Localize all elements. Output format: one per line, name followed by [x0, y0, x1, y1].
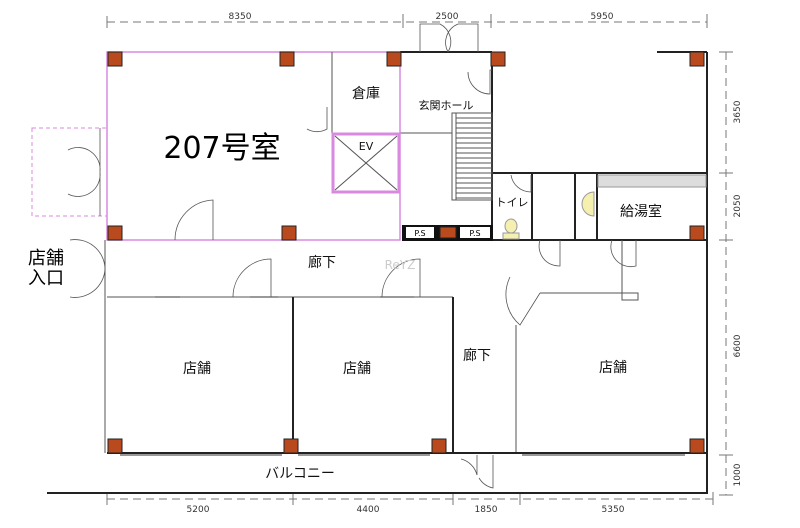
pillar	[283, 438, 299, 454]
dim-bottom-4: 5350	[602, 505, 625, 515]
entrance-hall-label: 玄関ホール	[419, 98, 474, 112]
dim-top-1: 8350	[229, 12, 252, 22]
corridor-middle-label: 廊下	[463, 347, 491, 364]
pillar	[490, 51, 506, 67]
dim-right-3: 6600	[733, 334, 743, 357]
dim-right-4: 1000	[733, 463, 743, 486]
windows	[120, 174, 707, 456]
shop-1-label: 店舗	[183, 361, 211, 377]
dim-top-3: 5950	[591, 12, 614, 22]
pillar	[107, 51, 123, 67]
right-dimensions: 3650 2050 6600 1000	[719, 51, 743, 496]
walls	[47, 51, 708, 494]
dim-right-2: 2050	[733, 194, 743, 217]
pillar	[107, 225, 123, 241]
kitchenette-label: 給湯室	[620, 203, 662, 220]
bottom-dimensions: 5200 4400 1850 5350	[106, 492, 714, 515]
doors	[67, 23, 637, 489]
shop-entrance-label-1: 店舗	[28, 248, 64, 269]
balcony-label: バルコニー	[265, 466, 335, 482]
dim-bottom-2: 4400	[357, 505, 380, 515]
top-dimensions: 8350 2500 5950	[106, 12, 708, 28]
corridor-upper-label: 廊下	[308, 254, 336, 271]
dim-right-1: 3650	[733, 100, 743, 123]
stairs	[451, 112, 493, 201]
shop-3-label: 店舗	[599, 360, 627, 376]
elevator-shaft	[331, 132, 401, 194]
toilet-fixture-icon	[502, 218, 520, 240]
shop-entrance-label-2: 入口	[28, 268, 64, 289]
pillar	[386, 51, 402, 67]
room-207-terrace	[31, 127, 108, 217]
pillar	[281, 225, 297, 241]
dim-bottom-1: 5200	[187, 505, 210, 515]
sink-icon	[581, 191, 595, 217]
elevator-label: EV	[359, 140, 374, 153]
pillar	[431, 438, 447, 454]
shop-2-label: 店舗	[343, 361, 371, 377]
watermark: ReYZ	[385, 258, 416, 272]
storage-label: 倉庫	[352, 85, 380, 102]
pillar	[689, 225, 705, 241]
pillar	[107, 438, 123, 454]
dim-top-2: 2500	[436, 12, 459, 22]
room-207-label: 207号室	[163, 131, 280, 166]
dim-bottom-3: 1850	[475, 505, 498, 515]
pipe-space-bar: P.S P.S	[402, 225, 493, 241]
toilet-label: トイレ	[496, 196, 529, 209]
pillar	[689, 51, 705, 67]
pillar	[279, 51, 295, 67]
pipe-space-2: P.S	[469, 229, 480, 238]
pipe-space-1: P.S	[414, 229, 425, 238]
pillars	[107, 51, 705, 454]
pillar	[689, 438, 705, 454]
